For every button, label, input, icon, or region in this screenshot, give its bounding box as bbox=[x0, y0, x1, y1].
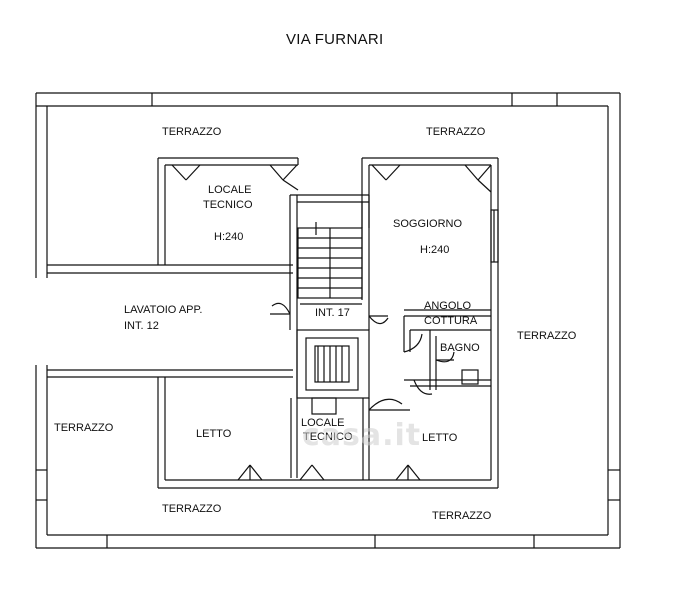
label-small-locale: LOCALE bbox=[301, 417, 345, 429]
small-locale-tecnico-walls bbox=[290, 397, 370, 478]
label-cottura: COTTURA bbox=[424, 315, 478, 327]
label-tecnico-line2: TECNICO bbox=[203, 199, 253, 211]
label-height-soggiorno: H:240 bbox=[420, 244, 450, 256]
label-terrazzo-left: TERRAZZO bbox=[54, 422, 114, 434]
label-terrazzo-right: TERRAZZO bbox=[517, 330, 577, 342]
elevator bbox=[296, 329, 370, 399]
label-soggiorno: SOGGIORNO bbox=[393, 218, 463, 230]
lavatoio-walls bbox=[47, 264, 293, 378]
label-small-tecnico: TECNICO bbox=[303, 431, 353, 443]
bedroom-walls bbox=[157, 377, 498, 489]
street-name-label: VIA FURNARI bbox=[286, 31, 384, 48]
locale-tecnico-walls bbox=[157, 157, 299, 265]
label-lavatoio: LAVATOIO APP. bbox=[124, 304, 203, 316]
watermark-logo: casa.it bbox=[302, 418, 422, 453]
label-terrazzo-top-right: TERRAZZO bbox=[426, 126, 486, 138]
label-terrazzo-bottom-left: TERRAZZO bbox=[162, 503, 222, 515]
label-bagno: BAGNO bbox=[440, 342, 480, 354]
label-terrazzo-bottom-right: TERRAZZO bbox=[432, 510, 492, 522]
staircase bbox=[270, 194, 389, 330]
label-terrazzo-top-left: TERRAZZO bbox=[162, 126, 222, 138]
kitchen-bath-walls bbox=[403, 309, 491, 395]
label-int-17: INT. 17 bbox=[315, 307, 350, 319]
label-locale-line1: LOCALE bbox=[208, 184, 252, 196]
label-letto-left: LETTO bbox=[196, 428, 232, 440]
label-letto-right: LETTO bbox=[422, 432, 458, 444]
label-height-locale: H:240 bbox=[214, 231, 244, 243]
outer-boundary bbox=[35, 92, 621, 549]
label-int-12: INT. 12 bbox=[124, 320, 159, 332]
label-angolo: ANGOLO bbox=[424, 300, 472, 312]
